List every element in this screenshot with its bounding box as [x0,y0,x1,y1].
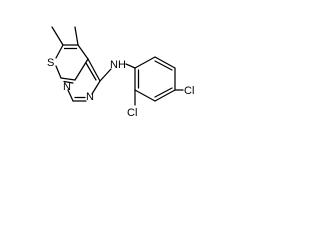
molecule-structure: S N N NH Cl Cl [47,26,194,119]
bond-ar-2-3 [154,56,176,69]
molecule-canvas: S N N NH Cl Cl [0,0,227,131]
atom-label-n3: N [86,91,94,103]
phenyl-ring [134,56,176,102]
bond-c5-methyl [51,26,64,46]
bond-ar-2-3-double [154,60,173,71]
bond-c6-c4a [77,44,89,60]
bond-c6-methyl [74,26,79,46]
atom-label-amine: NH [110,59,126,71]
pyrimidine-ring [60,58,101,102]
atom-label-chlorine-para: Cl [184,85,194,97]
bond-nh-aryl [125,63,136,69]
bond-n1-c2 [67,89,74,102]
atom-label-n1: N [63,81,71,93]
bond-ar-4-5-double [154,87,173,98]
atom-label-chlorine-ortho: Cl [127,107,137,119]
bond-c4-c4a-double [85,62,97,81]
bond-ar-5-6 [134,89,156,102]
thiophene-ring [55,44,89,79]
bond-c7a-n1 [60,77,76,81]
chlorine-bonds [134,89,184,106]
bond-c7a-n1-inner [63,80,74,84]
atom-label-sulfur: S [47,57,54,69]
bond-c4a-c7a [74,58,89,81]
bond-c5-s [55,44,64,59]
bond-c4-c4a [87,58,101,82]
bond-ar-4-5 [154,89,176,102]
bond-c4-nh [99,68,112,82]
bond-n3-c4 [91,80,101,95]
bond-s-c7a [55,65,62,79]
methyl-bonds [51,26,79,46]
amine-bonds [99,63,136,82]
bond-ar-1-2 [134,56,156,69]
